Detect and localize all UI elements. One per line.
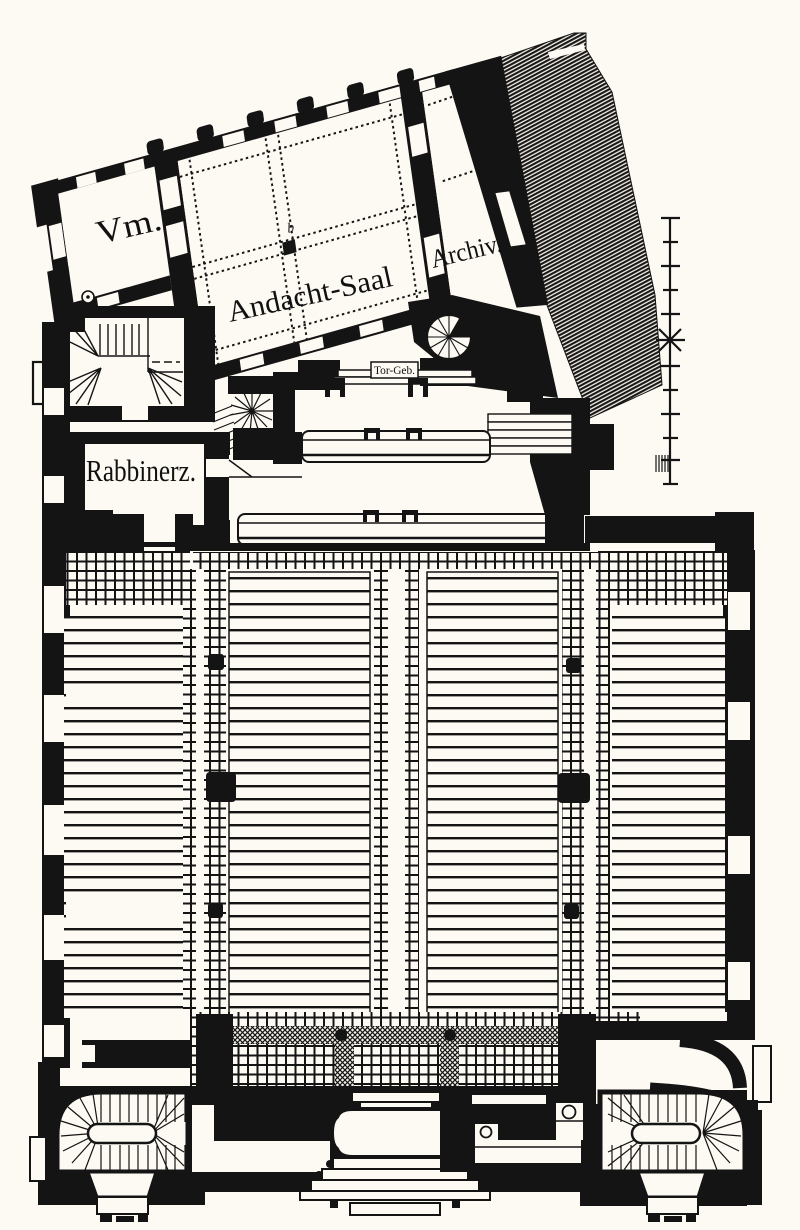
- svg-text:b: b: [286, 220, 295, 237]
- svg-text:Tor-Geb.: Tor-Geb.: [374, 363, 415, 377]
- svg-text:Rabbinerz.: Rabbinerz.: [86, 453, 196, 488]
